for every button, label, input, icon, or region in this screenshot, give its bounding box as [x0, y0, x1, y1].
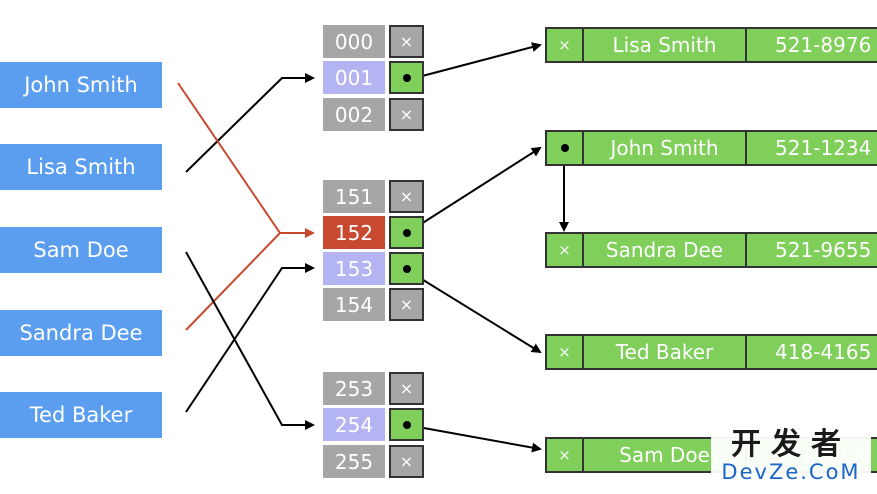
bucket-pointer: [389, 216, 424, 249]
entry-name: Ted Baker: [584, 336, 747, 368]
bucket-index-000: 000: [323, 25, 385, 58]
pointer-dot-icon: [402, 73, 411, 82]
entry-phone: 521-1234: [775, 136, 872, 160]
key-sandra-dee: Sandra Dee: [0, 310, 162, 356]
bucket-pointer: [389, 252, 424, 285]
pointer-153-to-ted: [406, 269, 542, 354]
entry-next-pointer: [547, 132, 584, 164]
entry-name: John Smith: [584, 132, 747, 164]
pointer-dot-icon: [402, 420, 411, 429]
entry-john-smith: John Smith 521-1234: [545, 130, 877, 166]
cross-icon: ×: [558, 36, 571, 54]
bucket-index-253: 253: [323, 372, 385, 405]
bucket-index-254: 254: [323, 408, 385, 441]
bucket-pointer: [389, 61, 424, 94]
key-lisa-smith: Lisa Smith: [0, 144, 162, 190]
entry-null-pointer: ×: [547, 336, 584, 368]
bucket-null-pointer: ×: [389, 180, 424, 213]
pointer-dot-icon: [402, 228, 411, 237]
entry-lisa-smith: × Lisa Smith 521-8976: [545, 27, 877, 63]
key-ted-baker: Ted Baker: [0, 392, 162, 438]
bucket-index-152: 152: [323, 216, 385, 249]
entry-null-pointer: ×: [547, 29, 584, 61]
entry-phone: 521-8976: [775, 33, 872, 57]
hash-line-sam-doe: [185, 251, 315, 430]
entry-phone: 418-4165: [775, 340, 872, 364]
hash-line-lisa-smith: [185, 73, 315, 173]
entry-null-pointer: ×: [547, 234, 584, 266]
hash-line-john-smith: [177, 82, 315, 238]
cross-icon: ×: [399, 105, 414, 124]
cross-icon: ×: [558, 446, 571, 464]
cross-icon: ×: [399, 379, 414, 398]
pointer-001-to-lisa: [406, 42, 542, 81]
bucket-pointer: [389, 408, 424, 441]
entry-ted-baker: × Ted Baker 418-4165: [545, 334, 877, 370]
entry-null-pointer: ×: [547, 439, 584, 471]
cross-icon: ×: [558, 343, 571, 361]
watermark-chinese: 开发者: [731, 427, 851, 462]
entry-sandra-dee: × Sandra Dee 521-9655: [545, 232, 877, 268]
bucket-index-002: 002: [323, 98, 385, 131]
entry-phone: 521-9655: [775, 238, 872, 262]
cross-icon: ×: [399, 187, 414, 206]
pointer-254-to-sam: [406, 424, 542, 453]
bucket-null-pointer: ×: [389, 25, 424, 58]
pointer-152-to-john: [406, 146, 542, 234]
bucket-null-pointer: ×: [389, 372, 424, 405]
cross-icon: ×: [399, 295, 414, 314]
pointer-dot-icon: [560, 144, 569, 152]
hash-line-ted-baker: [185, 263, 315, 413]
cross-icon: ×: [558, 241, 571, 259]
watermark: 开发者 DevZe.CoM: [711, 428, 871, 486]
hash-line-sandra-dee: [185, 232, 281, 331]
bucket-null-pointer: ×: [389, 98, 424, 131]
pointer-dot-icon: [402, 264, 411, 273]
bucket-index-001: 001: [323, 61, 385, 94]
entry-name: Lisa Smith: [584, 29, 747, 61]
key-sam-doe: Sam Doe: [0, 227, 162, 273]
watermark-site: DevZe.CoM: [721, 460, 861, 484]
key-john-smith: John Smith: [0, 62, 162, 108]
bucket-index-151: 151: [323, 180, 385, 213]
cross-icon: ×: [399, 32, 414, 51]
bucket-null-pointer: ×: [389, 445, 424, 478]
cross-icon: ×: [399, 452, 414, 471]
bucket-index-154: 154: [323, 288, 385, 321]
bucket-null-pointer: ×: [389, 288, 424, 321]
bucket-index-255: 255: [323, 445, 385, 478]
bucket-index-153: 153: [323, 252, 385, 285]
entry-name: Sandra Dee: [584, 234, 747, 266]
